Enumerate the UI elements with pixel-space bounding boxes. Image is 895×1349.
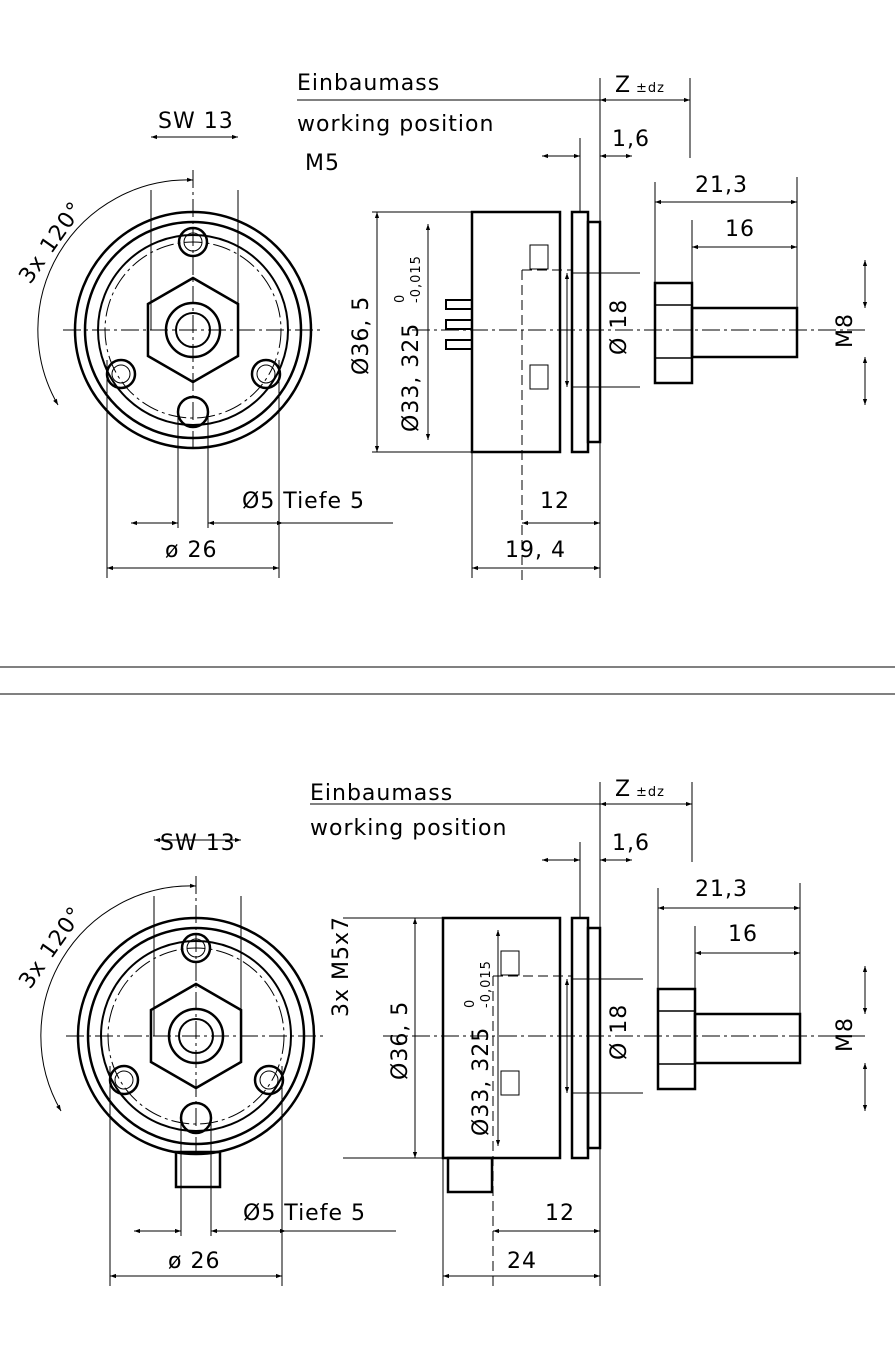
dim-21-3: 21,3 bbox=[695, 877, 748, 902]
mounting-hole-thread bbox=[259, 1070, 279, 1090]
connector-pin bbox=[445, 339, 473, 350]
sensor-hex bbox=[653, 281, 694, 385]
angle-arc bbox=[40, 883, 197, 1112]
dim-1-6: 1,6 bbox=[612, 127, 650, 152]
angle-label: 3x 120° bbox=[14, 197, 88, 288]
flange-plate bbox=[586, 220, 602, 444]
thread-hole bbox=[500, 1070, 520, 1096]
z-tolerance: ±dz bbox=[636, 81, 665, 96]
dia-33: Ø33, 325 bbox=[469, 1027, 494, 1136]
tol-lower: -0,015 bbox=[479, 960, 494, 1008]
dim-21-3: 21,3 bbox=[695, 173, 748, 198]
housing-body bbox=[441, 916, 562, 1160]
dia-26: ø 26 bbox=[165, 538, 217, 563]
dia-18: Ø 18 bbox=[607, 299, 632, 355]
thread-hole bbox=[529, 364, 549, 390]
length-dim: 19, 4 bbox=[505, 538, 566, 563]
mounting-hole-thread bbox=[114, 1070, 134, 1090]
mounting-hole bbox=[108, 1064, 140, 1096]
tol-upper: 0 bbox=[463, 999, 478, 1008]
mounting-hole-thread bbox=[256, 364, 276, 384]
flange-plate bbox=[570, 916, 590, 1160]
m8-label: M8 bbox=[833, 1017, 858, 1052]
hole-label: Ø5 Tiefe 5 bbox=[242, 489, 365, 514]
dia-36-5: Ø36, 5 bbox=[388, 1001, 413, 1080]
dim-16: 16 bbox=[728, 922, 758, 947]
tol-upper: 0 bbox=[393, 294, 408, 303]
connector-tab bbox=[174, 1150, 222, 1189]
sw-label: SW 13 bbox=[160, 831, 236, 856]
threaded-stud bbox=[693, 1012, 802, 1065]
tol-lower: -0,015 bbox=[409, 255, 424, 303]
dia-18: Ø 18 bbox=[607, 1004, 632, 1060]
dim-12: 12 bbox=[540, 489, 570, 514]
angle-arc bbox=[37, 177, 194, 406]
connector-tab bbox=[446, 1156, 494, 1194]
thread-hole bbox=[529, 244, 549, 270]
flange-plate bbox=[570, 210, 590, 454]
thread-label: 3x M5x7 bbox=[329, 916, 354, 1017]
install-label: Einbaumass bbox=[297, 71, 440, 96]
flange-plate bbox=[586, 926, 602, 1150]
sensor-hex bbox=[656, 987, 697, 1091]
working-position-label: working position bbox=[310, 816, 507, 841]
mounting-hole bbox=[250, 358, 282, 390]
housing-body bbox=[470, 210, 562, 454]
mounting-hole bbox=[253, 1064, 285, 1096]
drawing-2-labels: Einbaumass working position Z ±dz 1,6 SW… bbox=[14, 777, 858, 1274]
dia-36-5: Ø36, 5 bbox=[349, 296, 374, 375]
install-label: Einbaumass bbox=[310, 781, 453, 806]
dia-26: ø 26 bbox=[168, 1249, 220, 1274]
dim-1-6: 1,6 bbox=[612, 831, 650, 856]
connector-pin bbox=[445, 299, 473, 310]
length-dim: 24 bbox=[507, 1249, 537, 1274]
mounting-hole-thread bbox=[111, 364, 131, 384]
thread-hole bbox=[500, 950, 520, 976]
m8-label: M8 bbox=[833, 313, 858, 348]
threaded-stud bbox=[690, 306, 799, 359]
connector-pin bbox=[445, 319, 473, 330]
z-label: Z bbox=[615, 73, 631, 98]
dim-12: 12 bbox=[545, 1201, 575, 1226]
z-tolerance: ±dz bbox=[636, 785, 665, 800]
dia-33: Ø33, 325 bbox=[399, 323, 424, 432]
thread-label: M5 bbox=[305, 151, 340, 176]
drawing-1-labels: Einbaumass working position Z ±dz 1,6 SW… bbox=[14, 71, 858, 563]
hole-label: Ø5 Tiefe 5 bbox=[243, 1201, 366, 1226]
sw-label: SW 13 bbox=[158, 109, 234, 134]
working-position-label: working position bbox=[297, 112, 494, 137]
z-label: Z bbox=[615, 777, 631, 802]
dim-16: 16 bbox=[725, 217, 755, 242]
mounting-hole bbox=[105, 358, 137, 390]
